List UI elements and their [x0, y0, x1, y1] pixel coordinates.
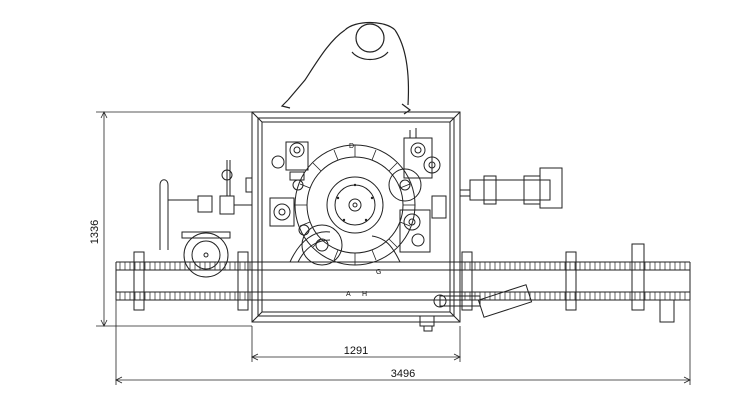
station-label-h: H [362, 291, 367, 298]
labelling-station-top-left [271, 141, 309, 181]
dimension-machine-width [251, 326, 461, 362]
secondary-star-wheel-right [388, 168, 422, 202]
right-drive-unit [460, 167, 563, 209]
dimension-overall-width [115, 300, 691, 385]
conveyor [115, 243, 691, 323]
main-star-wheel [294, 144, 416, 266]
overall-width-dimension-value: 3496 [391, 368, 415, 380]
supply-unit [159, 160, 253, 278]
machine-frame [251, 111, 461, 332]
height-dimension-value: 1336 [89, 220, 101, 244]
secondary-star-wheel-left [301, 224, 343, 266]
station-label-d: D [349, 143, 354, 150]
operator-figure [280, 21, 412, 115]
labelling-station-mid-left [269, 179, 310, 236]
labelling-station-right [399, 195, 447, 253]
machine-width-dimension-value: 1291 [344, 345, 368, 357]
labelling-station-top-right [403, 128, 441, 179]
station-label-a: A [346, 291, 351, 298]
conveyor-supports [133, 243, 675, 323]
dimension-height [96, 111, 252, 327]
station-label-g: G [376, 269, 381, 276]
transfer-guides [289, 231, 401, 263]
